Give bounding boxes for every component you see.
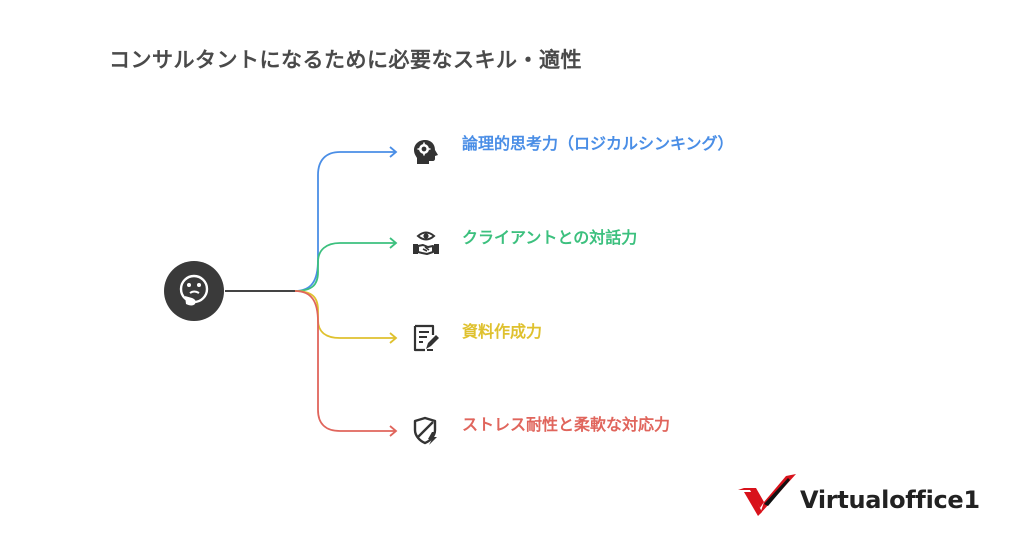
branch-arrow-1 — [389, 146, 398, 158]
branch-arrow-2 — [389, 237, 398, 249]
branch-connector-1 — [294, 151, 396, 292]
logo-text: Virtualoffice1 — [800, 486, 980, 514]
branch-connector-4 — [294, 290, 396, 432]
thinking-face-icon — [179, 274, 209, 306]
handshake-eye-icon — [411, 228, 441, 258]
brand-logo: Virtualoffice1 — [736, 472, 980, 522]
document-edit-icon — [411, 323, 441, 353]
branch-label-client-dialogue: クライアントとの対話力 — [462, 228, 638, 247]
branch-arrow-3 — [389, 332, 398, 344]
branch-arrow-4 — [389, 425, 398, 437]
branch-label-logical-thinking: 論理的思考力（ロジカルシンキング） — [462, 134, 734, 153]
branch-connector-3 — [294, 290, 396, 339]
brain-head-icon — [411, 137, 441, 167]
branch-connector-2 — [294, 242, 396, 292]
logo-mark-icon — [738, 474, 796, 516]
branch-label-stress-tolerance: ストレス耐性と柔軟な対応力 — [462, 415, 671, 434]
page-title: コンサルタントになるために必要なスキル・適性 — [109, 48, 582, 72]
branch-label-document-creation: 資料作成力 — [462, 322, 543, 341]
shield-bolt-icon — [411, 416, 441, 446]
